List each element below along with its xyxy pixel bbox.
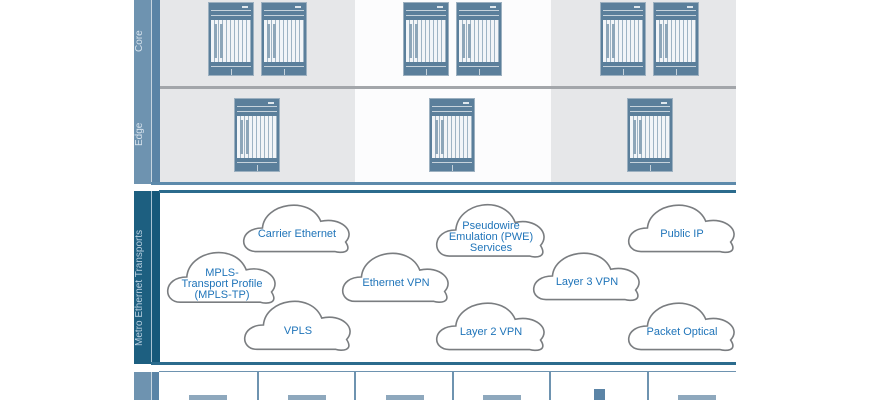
layer-band-metro <box>134 191 151 364</box>
access-cell <box>549 372 647 400</box>
core-router <box>261 2 307 76</box>
service-label: Pseudowire Emulation (PWE) Services <box>448 219 534 254</box>
metro-top-border <box>159 190 736 193</box>
service-cloud: Layer 3 VPN <box>532 248 641 304</box>
access-device-icon <box>678 395 717 400</box>
service-label: Layer 2 VPN <box>459 326 523 339</box>
access-switch-icon <box>593 389 605 400</box>
layer-band-core-edge <box>134 0 151 184</box>
service-cloud: Packet Optical <box>627 298 736 354</box>
access-cell <box>354 372 452 400</box>
core-router <box>403 2 449 76</box>
access-device-icon <box>288 395 327 400</box>
access-device-icon <box>188 395 227 400</box>
service-label: Packet Optical <box>646 326 718 339</box>
access-cell <box>646 372 744 400</box>
core-cell-1 <box>160 0 355 86</box>
edge-router <box>234 98 280 172</box>
metro-bottom-border <box>151 362 736 365</box>
service-label: Ethernet VPN <box>362 277 430 290</box>
service-label: MPLS- Transport Profile (MPLS-TP) <box>181 266 263 301</box>
cloud-shape <box>627 302 735 352</box>
service-cloud: Pseudowire Emulation (PWE) Services <box>435 199 546 261</box>
core-router <box>456 2 502 76</box>
service-cloud: Ethernet VPN <box>341 248 450 306</box>
cloud-shape <box>627 204 735 254</box>
core-router <box>653 2 699 76</box>
service-label: VPLS <box>283 325 313 338</box>
core-router <box>208 2 254 76</box>
service-label: Public IP <box>660 228 704 241</box>
service-cloud: Carrier Ethernet <box>242 200 351 256</box>
cloud-shape <box>341 252 449 303</box>
layer-band-access-inner <box>151 372 160 400</box>
service-cloud: VPLS <box>243 296 352 354</box>
service-cloud: MPLS- Transport Profile (MPLS-TP) <box>166 247 277 307</box>
access-device-icon <box>385 395 424 400</box>
service-cloud: Public IP <box>627 200 736 256</box>
access-cell <box>159 372 257 400</box>
layer-band-metro-inner <box>151 191 160 364</box>
edge-router <box>627 98 673 172</box>
core-edge-divider <box>160 86 736 89</box>
cloud-shape <box>166 251 276 304</box>
cloud-shape <box>435 302 545 352</box>
core-cell-2 <box>355 0 551 86</box>
edge-bottom-border <box>151 182 736 185</box>
layer-band-core-edge-inner <box>151 0 160 184</box>
layer-label-core: Core <box>134 30 145 52</box>
layer-label-edge: Edge <box>134 122 145 146</box>
edge-router <box>429 98 475 172</box>
core-router <box>600 2 646 76</box>
cloud-shape <box>243 300 351 351</box>
access-device-icon <box>483 395 522 400</box>
service-label: Layer 3 VPN <box>555 276 619 289</box>
access-cell <box>256 372 354 400</box>
service-label: Carrier Ethernet <box>257 228 337 241</box>
layer-label-metro: Metro Ethernet Transports <box>134 229 145 346</box>
access-cell <box>451 372 549 400</box>
cloud-shape <box>242 204 350 254</box>
service-cloud: Layer 2 VPN <box>435 298 546 354</box>
cloud-shape <box>435 203 545 258</box>
layer-band-access <box>134 372 151 400</box>
cloud-shape <box>532 252 640 302</box>
